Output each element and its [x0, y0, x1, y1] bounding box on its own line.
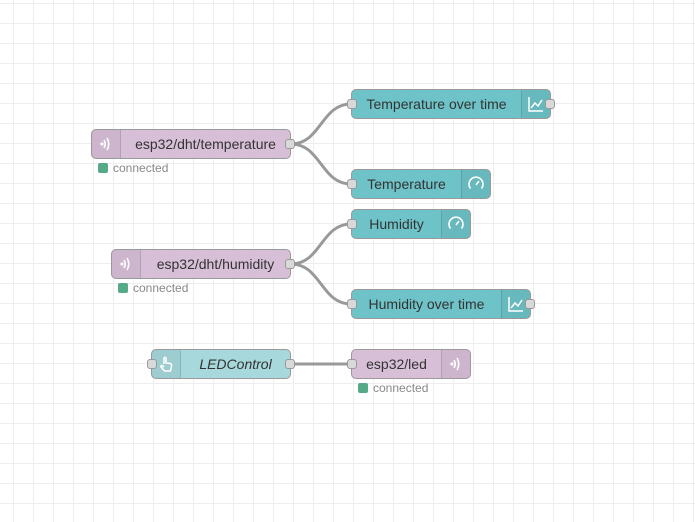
input-port[interactable] [347, 99, 357, 109]
status-temperature: connected [98, 161, 168, 175]
node-gauge-temperature[interactable]: Temperature [347, 169, 491, 199]
input-port[interactable] [147, 359, 157, 369]
node-gauge-humidity[interactable]: Humidity [347, 209, 471, 239]
output-port[interactable] [545, 99, 555, 109]
status-dot-icon [118, 283, 128, 293]
input-port[interactable] [347, 359, 357, 369]
status-text: connected [113, 161, 169, 175]
status-text: connected [133, 281, 189, 295]
wire-hum-to-chart [290, 262, 352, 306]
input-port[interactable] [347, 219, 357, 229]
node-label: Humidity over time [368, 296, 485, 312]
status-text: connected [373, 381, 429, 395]
wifi-icon [441, 350, 470, 378]
node-chart-temperature[interactable]: Temperature over time [347, 89, 555, 119]
node-label: Temperature over time [366, 96, 507, 112]
output-port[interactable] [285, 359, 295, 369]
wifi-icon [92, 130, 121, 158]
node-chart-humidity[interactable]: Humidity over time [347, 289, 535, 319]
gauge-icon [441, 210, 470, 238]
chart-icon [521, 90, 550, 118]
wifi-icon [112, 250, 141, 278]
input-port[interactable] [347, 299, 357, 309]
wire-hum-to-gauge [290, 222, 352, 266]
input-port[interactable] [347, 179, 357, 189]
output-port[interactable] [285, 259, 295, 269]
node-mqtt-out-led[interactable]: esp32/led [347, 349, 471, 379]
status-dot-icon [358, 383, 368, 393]
node-label: Temperature [367, 176, 446, 192]
node-label: Humidity [369, 216, 424, 232]
node-label: esp32/led [366, 356, 427, 372]
output-port[interactable] [525, 299, 535, 309]
output-port[interactable] [285, 139, 295, 149]
status-humidity: connected [118, 281, 188, 295]
node-mqtt-in-temperature[interactable]: esp32/dht/temperature [91, 129, 295, 159]
status-led: connected [358, 381, 428, 395]
status-dot-icon [98, 163, 108, 173]
wire-temp-to-chart [290, 102, 352, 146]
node-label: esp32/dht/humidity [156, 256, 275, 272]
wire-temp-to-gauge [290, 142, 352, 186]
node-mqtt-in-humidity[interactable]: esp32/dht/humidity [111, 249, 295, 279]
node-label: esp32/dht/temperature [135, 136, 276, 152]
node-button-led-control[interactable]: LEDControl [147, 349, 295, 379]
gauge-icon [461, 170, 490, 198]
node-label: LEDControl [199, 356, 272, 372]
